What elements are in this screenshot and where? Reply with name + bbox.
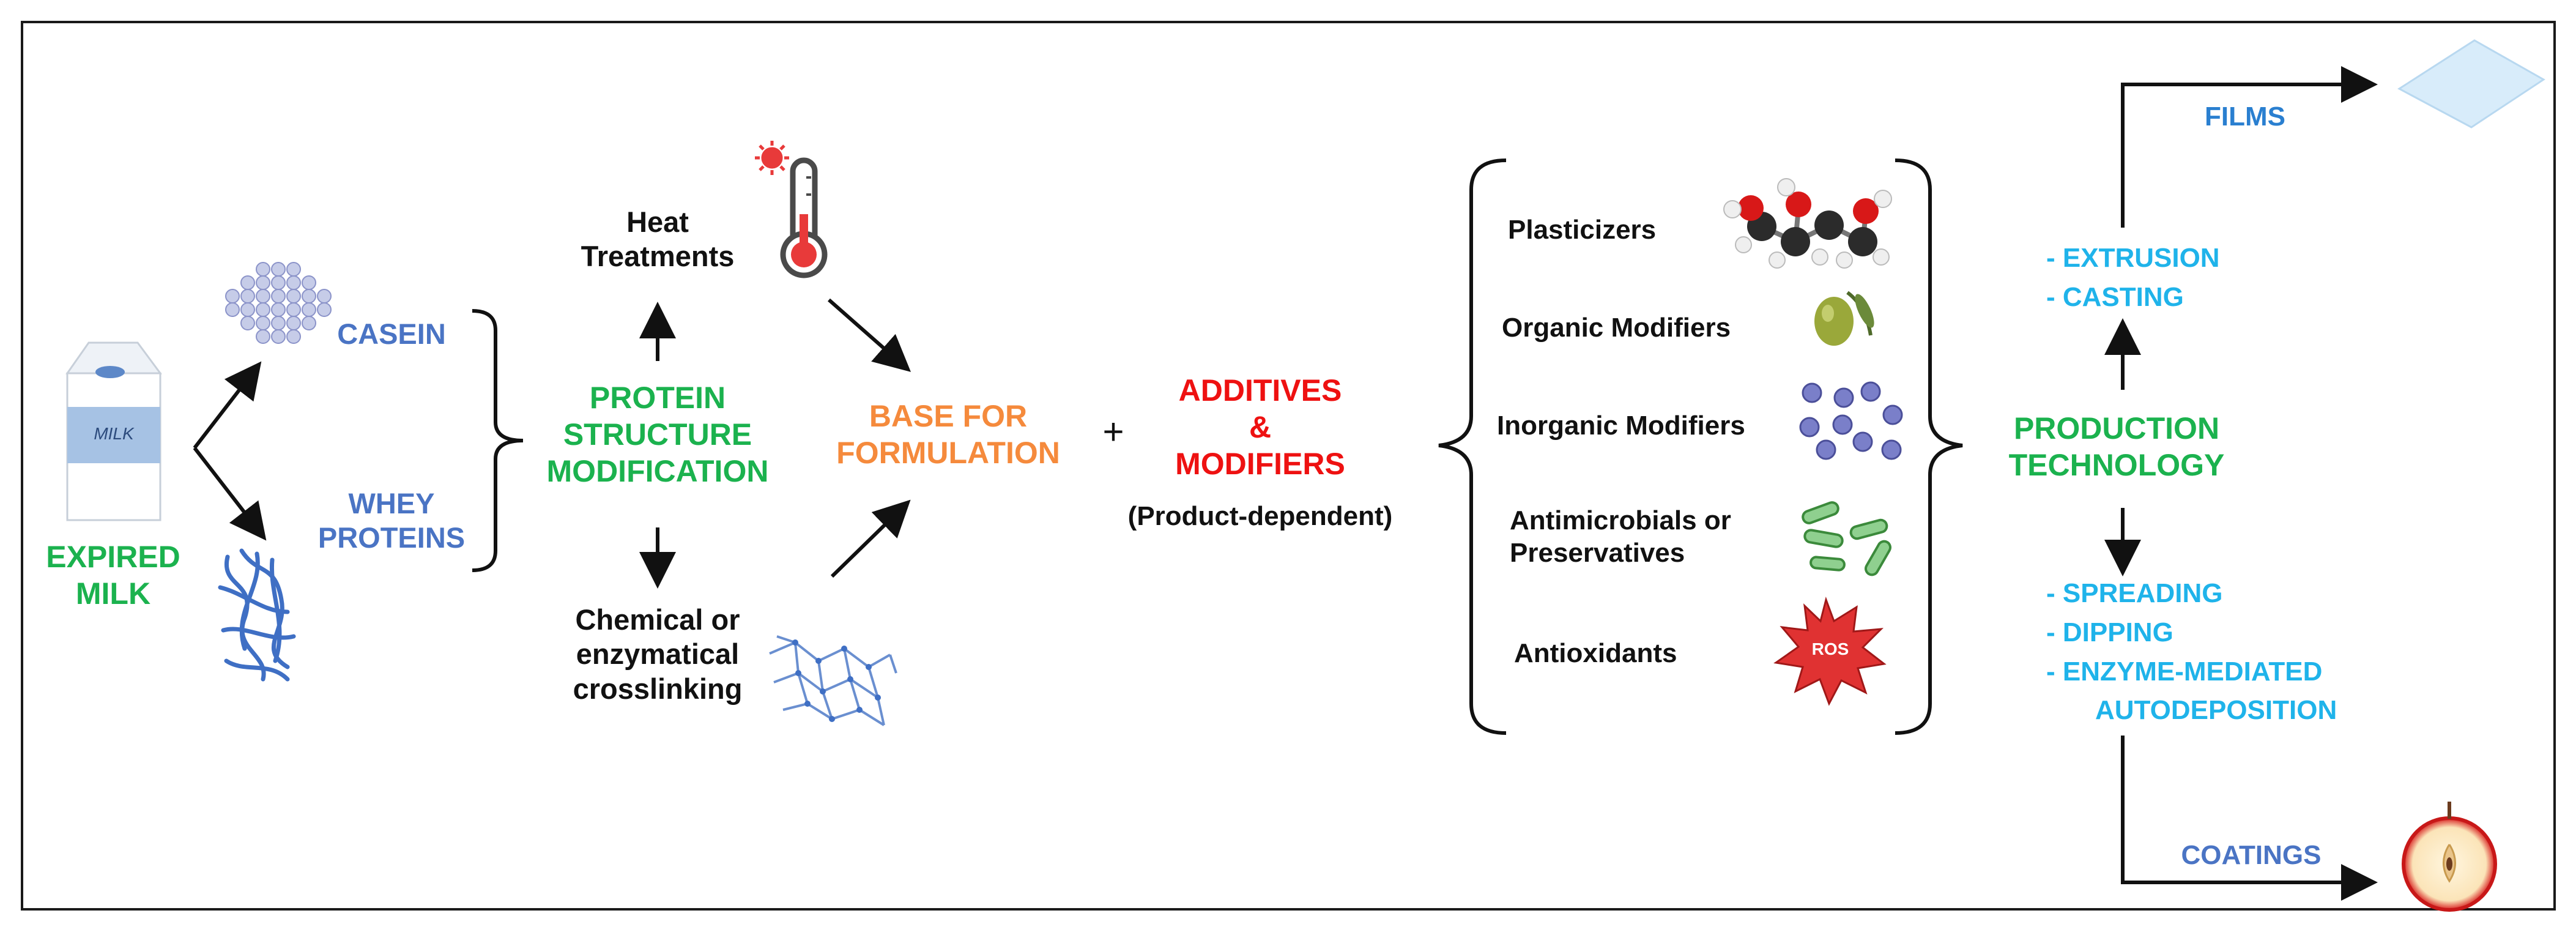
film-method-extrusion: - EXTRUSION (2046, 243, 2220, 273)
additives-left-brace (1438, 158, 1507, 735)
glycerol-molecule-icon (1723, 178, 1892, 269)
additive-plasticizers-label: Plasticizers (1508, 215, 1657, 245)
production-arrows (2104, 66, 2378, 901)
milk-carton-icon: MILK (65, 341, 162, 521)
heat-treatments-label: Heat Treatments (581, 206, 735, 273)
additive-antimicrobials-label: Antimicrobials or Preservatives (1510, 505, 1731, 568)
coating-method-spreading: - SPREADING (2046, 578, 2223, 608)
crosslinked-network-icon (769, 635, 897, 726)
films-label: FILMS (2205, 102, 2285, 132)
additive-inorganic-modifiers-label: Inorganic Modifiers (1497, 411, 1745, 441)
plus-sign: + (1102, 411, 1124, 452)
coating-method-autodeposition: AUTODEPOSITION (2095, 695, 2337, 726)
film-sheet-icon (2397, 39, 2545, 129)
protein-structure-modification-label: PROTEIN STRUCTURE MODIFICATION (546, 381, 769, 488)
milk-carton-label: MILK (94, 424, 135, 443)
expired-milk-label: EXPIRED MILK (46, 540, 180, 611)
whey-protein-icon (218, 548, 296, 682)
casein-micelle-icon (225, 262, 332, 344)
ros-label: ROS (1812, 639, 1849, 658)
diagram-frame (21, 21, 2556, 911)
coating-method-enzyme-mediated: - ENZYME-MEDIATED (2046, 656, 2323, 687)
product-dependent-label: (Product-dependent) (1127, 501, 1393, 531)
film-methods-list: - EXTRUSION - CASTING (2046, 239, 2220, 317)
additives-right-brace (1895, 158, 1963, 735)
additives-modifiers-label: ADDITIVES & MODIFIERS (1175, 373, 1345, 481)
coating-method-dipping: - DIPPING (2046, 617, 2173, 647)
casein-label: CASEIN (337, 318, 446, 350)
coatings-label: COATINGS (2181, 840, 2322, 870)
milk-split-arrows (193, 361, 267, 541)
thermometer-icon (780, 157, 828, 278)
crosslink-nodes (792, 639, 881, 722)
ros-burst-icon: ROS (1773, 596, 1887, 706)
additive-antioxidants-label: Antioxidants (1514, 638, 1677, 668)
protein-group-bracket (472, 309, 524, 572)
production-technology-label: PRODUCTION TECHNOLOGY (2008, 411, 2225, 482)
coating-methods-list: - SPREADING - DIPPING - ENZYME-MEDIATED … (2046, 574, 2337, 730)
olive-icon (1814, 291, 1874, 346)
film-method-casting: - CASTING (2046, 281, 2184, 312)
psm-arrows (639, 298, 911, 589)
bacteria-icon (1802, 501, 1891, 576)
additive-organic-modifiers-label: Organic Modifiers (1502, 313, 1731, 343)
whey-proteins-label: WHEY PROTEINS (317, 487, 466, 554)
apple-icon (2402, 802, 2497, 912)
sun-icon (755, 141, 789, 175)
base-for-formulation-label: BASE FOR FORMULATION (836, 399, 1060, 470)
chemical-crosslinking-label: Chemical or enzymatical crosslinking (573, 603, 743, 705)
nanoparticles-icon (1799, 381, 1903, 460)
